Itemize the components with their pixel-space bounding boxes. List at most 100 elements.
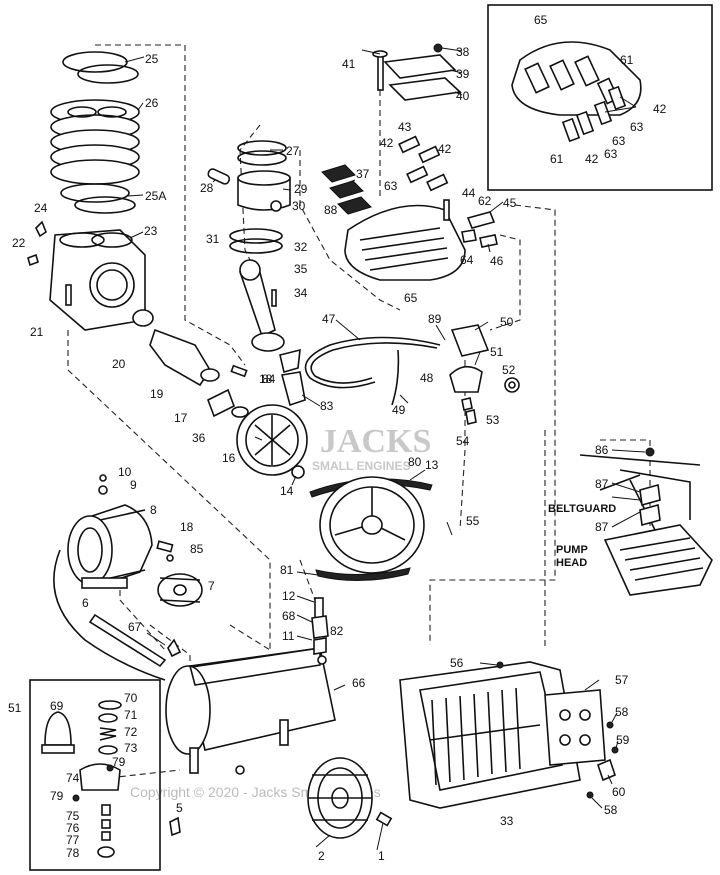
filter-83 <box>281 371 306 407</box>
callout-62: 62 <box>478 194 492 208</box>
bolt-1 <box>375 811 393 827</box>
knob-60 <box>597 758 616 782</box>
callout-18a: 18 <box>259 372 273 386</box>
callout-1: 1 <box>378 849 385 863</box>
fitting-62 <box>466 211 496 229</box>
pulley-13 <box>319 476 425 574</box>
callout-59: 59 <box>616 733 630 747</box>
callout-79a: 79 <box>112 755 126 769</box>
spring-84 <box>279 348 301 373</box>
inset-51-frame <box>29 679 161 871</box>
valve-51 <box>449 365 483 393</box>
oring-71 <box>98 713 118 723</box>
crankshaft-19 <box>149 328 211 387</box>
callout-10: 10 <box>118 465 132 479</box>
callout-61a: 61 <box>620 53 634 67</box>
callout-8: 8 <box>150 503 157 517</box>
callout-71: 71 <box>124 708 138 722</box>
watermark-logo-sub: SMALL ENGINES <box>312 459 410 473</box>
callout-51b: 51 <box>8 701 22 715</box>
callout-87b: 87 <box>595 520 609 534</box>
gauge-52 <box>504 377 520 393</box>
cord-6 <box>53 549 166 681</box>
callout-58b: 58 <box>604 803 618 817</box>
callout-65a: 65 <box>534 13 548 27</box>
callout-29: 29 <box>294 182 308 196</box>
callout-42a: 42 <box>380 136 394 150</box>
callout-63d: 63 <box>604 147 618 161</box>
callout-56: 56 <box>450 656 464 670</box>
callout-81: 81 <box>280 563 294 577</box>
label-pump-head-line2: HEAD <box>556 557 587 569</box>
leader-lines <box>124 47 646 851</box>
cylinder-assembly <box>27 51 146 331</box>
callout-11: 11 <box>282 629 295 643</box>
motor-assembly <box>53 474 203 681</box>
gasket-25a <box>60 183 136 214</box>
belt-81 <box>315 567 411 581</box>
callout-34: 34 <box>294 286 308 300</box>
tank-assembly <box>165 597 336 837</box>
washer-73 <box>98 745 118 755</box>
callout-24: 24 <box>34 201 48 215</box>
callout-19: 19 <box>150 387 164 401</box>
callout-88: 88 <box>324 203 338 217</box>
callout-60: 60 <box>612 785 626 799</box>
key-18 <box>230 364 248 378</box>
seat-76 <box>101 819 111 829</box>
stud-21 <box>65 284 72 306</box>
nut-79 <box>72 794 80 802</box>
callout-87a: 87 <box>595 477 609 491</box>
bracket-6 <box>88 613 167 668</box>
callout-31: 31 <box>206 232 220 246</box>
cylinder-fins-26 <box>50 99 140 185</box>
screw-58-bottom <box>586 791 594 799</box>
callout-70: 70 <box>124 691 138 705</box>
callout-18b: 18 <box>180 520 194 534</box>
callout-22: 22 <box>12 236 26 250</box>
bolt-44 <box>443 199 450 221</box>
bolt-22 <box>27 253 39 267</box>
callout-46: 46 <box>490 254 504 268</box>
callout-78: 78 <box>66 846 80 860</box>
callout-72: 72 <box>124 725 138 739</box>
gasket-40 <box>388 77 462 101</box>
callout-25a: 25A <box>145 189 166 203</box>
callout-83: 83 <box>320 399 334 413</box>
callout-5: 5 <box>176 801 183 815</box>
callout-66: 66 <box>352 676 366 690</box>
screw-38 <box>433 43 443 53</box>
ring-31 <box>229 228 283 244</box>
watermark-logo: JACKS <box>320 423 431 460</box>
washer-36 <box>231 406 249 418</box>
callout-54: 54 <box>456 434 470 448</box>
callout-73: 73 <box>124 741 138 755</box>
callout-42b: 42 <box>438 142 452 156</box>
callout-76: 76 <box>66 821 80 835</box>
callout-45: 45 <box>503 196 517 210</box>
fitting-46 <box>479 234 498 248</box>
ring-32 <box>229 238 283 254</box>
bolt-14 <box>291 465 305 479</box>
callout-52: 52 <box>502 363 516 377</box>
callout-63b: 63 <box>630 120 644 134</box>
fitting-64 <box>461 229 477 243</box>
callout-53: 53 <box>486 413 500 427</box>
tubing-assembly <box>304 324 520 425</box>
callout-21: 21 <box>30 325 44 339</box>
callout-58a: 58 <box>615 705 629 719</box>
callout-63c: 63 <box>612 134 626 148</box>
callout-33: 33 <box>500 814 514 828</box>
callout-41: 41 <box>342 57 356 71</box>
callout-64: 64 <box>460 253 474 267</box>
spring-72 <box>99 727 117 741</box>
ring-27 <box>237 140 287 156</box>
callout-82: 82 <box>330 624 344 638</box>
label-pump-head-line1: PUMP <box>556 544 588 556</box>
stem-75 <box>101 804 111 816</box>
washer-10 <box>99 474 107 482</box>
head-assembly <box>321 43 498 281</box>
callout-86: 86 <box>595 443 609 457</box>
callout-65b: 65 <box>404 291 418 305</box>
callout-74: 74 <box>66 771 80 785</box>
